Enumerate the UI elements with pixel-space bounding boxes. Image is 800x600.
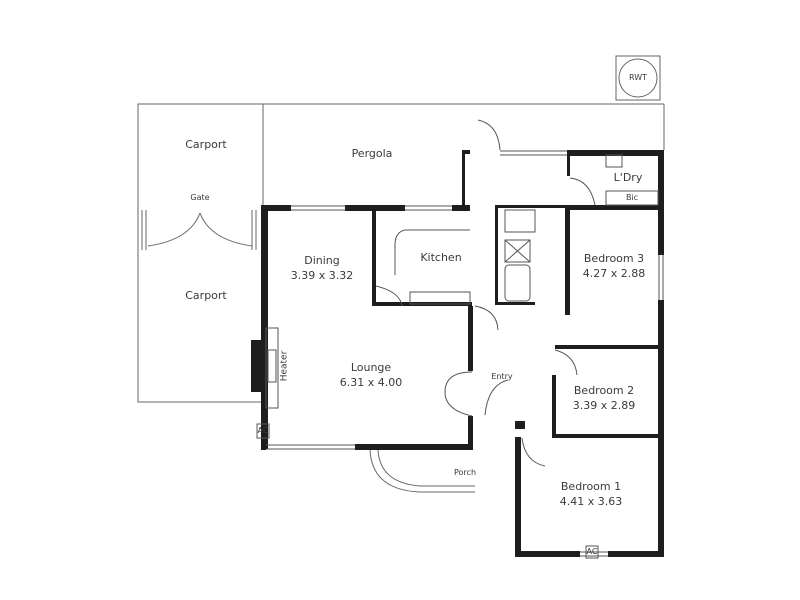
room-dims: 4.27 x 2.88 [582, 267, 646, 281]
ac-label-bedroom1: AC [586, 547, 598, 556]
room-bedroom1: Bedroom 1 4.41 x 3.63 [560, 475, 623, 509]
room-label-kitchen: Kitchen [420, 251, 462, 265]
room-name: Bedroom 3 [583, 252, 645, 266]
room-bedroom3: Bedroom 3 4.27 x 2.88 [583, 247, 646, 281]
room-name: Bedroom 1 [560, 480, 622, 494]
room-dims: 3.39 x 2.89 [572, 399, 636, 413]
room-name: Bedroom 2 [573, 384, 635, 398]
gate-swing-left [147, 212, 201, 247]
porch-path [369, 449, 475, 493]
room-label-carport-top: Carport [185, 138, 227, 152]
room-dims: 6.31 x 4.00 [339, 376, 403, 390]
room-dims: 4.41 x 3.63 [559, 495, 623, 509]
room-name: Lounge [350, 361, 392, 375]
rwt-tank [615, 55, 661, 101]
room-bedroom2: Bedroom 2 3.39 x 2.89 [573, 379, 636, 413]
heater-label: Heater [279, 350, 290, 382]
bic-label: Bic [625, 193, 639, 202]
room-label-carport-bottom: Carport [185, 289, 227, 303]
room-dims: 3.39 x 3.32 [290, 269, 354, 283]
ac-label-lounge: AC [257, 426, 269, 435]
entry-label: Entry [491, 372, 513, 381]
room-label-pergola: Pergola [351, 147, 393, 161]
room-name: Dining [304, 254, 340, 268]
gate-swing-right [199, 212, 253, 247]
rwt-label: RWT [628, 73, 648, 82]
fireplace [251, 340, 263, 392]
room-lounge: Lounge 6.31 x 4.00 [340, 356, 403, 390]
gate-label: Gate [190, 193, 210, 202]
porch-label: Porch [453, 468, 477, 477]
room-dining: Dining 3.39 x 3.32 [291, 249, 354, 283]
room-label-laundry: L'Dry [613, 171, 643, 185]
